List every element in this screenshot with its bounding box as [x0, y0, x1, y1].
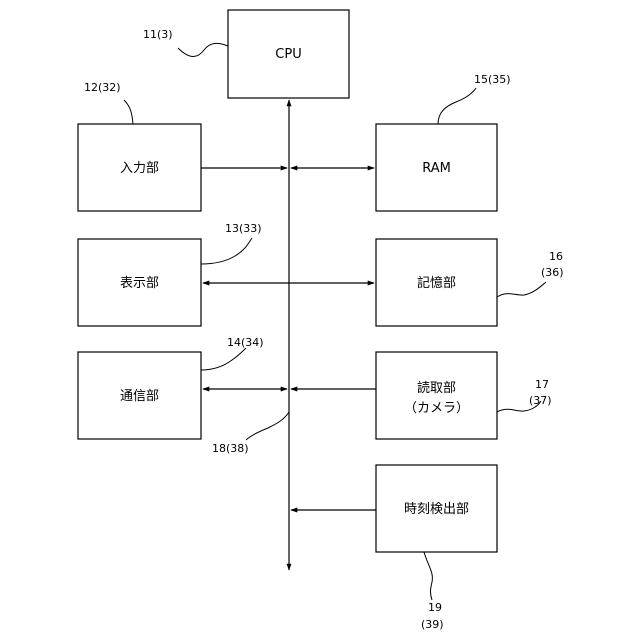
cpu-label: CPU	[275, 47, 301, 62]
comm-block: 通信部	[78, 352, 201, 439]
display-block: 表示部	[78, 239, 201, 326]
storage-label: 記憶部	[417, 275, 456, 291]
display-ref: 13(33)	[225, 222, 262, 235]
storage-ref-line1: 16	[549, 250, 563, 263]
input-block: 入力部	[78, 124, 201, 211]
input-ref-leader	[124, 100, 133, 124]
reader-label-line1: 読取部	[417, 380, 456, 396]
comm-ref-leader	[201, 348, 246, 370]
reader-ref-line1: 17	[535, 378, 549, 391]
storage-ref-line2: (36)	[541, 266, 564, 279]
time-block: 時刻検出部	[376, 465, 497, 552]
storage-ref-leader	[497, 282, 546, 297]
cpu-block: CPU	[228, 10, 349, 98]
comm-ref: 14(34)	[227, 336, 264, 349]
reader-block: 読取部 （カメラ）	[376, 352, 497, 439]
ram-ref-leader	[438, 88, 476, 124]
ram-block: RAM	[376, 124, 497, 211]
ram-ref: 15(35)	[474, 73, 511, 86]
reader-ref-line2: (37)	[529, 394, 552, 407]
time-ref-leader	[424, 552, 432, 600]
cpu-ref-leader	[178, 43, 228, 56]
ram-label: RAM	[422, 161, 451, 176]
bus-ref-leader	[246, 412, 289, 440]
cpu-ref: 11(3)	[143, 28, 173, 41]
display-ref-leader	[201, 238, 252, 264]
time-ref-line1: 19	[428, 601, 442, 614]
time-ref-line2: (39)	[421, 618, 444, 631]
storage-block: 記憶部	[376, 239, 497, 326]
bus-ref: 18(38)	[212, 442, 249, 455]
comm-label: 通信部	[120, 389, 159, 404]
time-label: 時刻検出部	[404, 502, 469, 517]
input-label: 入力部	[120, 161, 159, 176]
display-label: 表示部	[120, 276, 159, 291]
input-ref: 12(32)	[84, 81, 121, 94]
reader-label-line2: （カメラ）	[404, 401, 469, 416]
